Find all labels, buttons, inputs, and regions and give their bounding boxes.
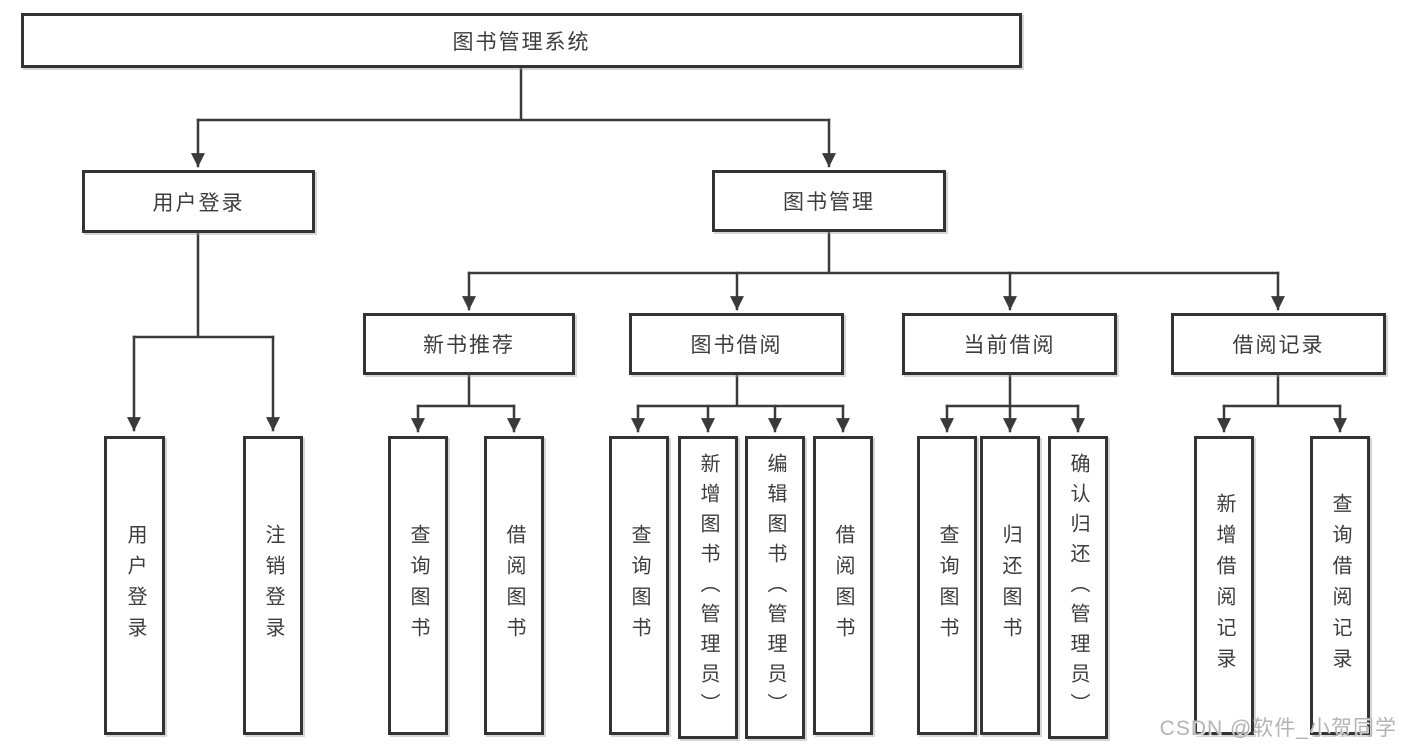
leaf-borrowing-query-books: 查询图书	[609, 436, 669, 735]
leaf-records-add-record: 新增借阅记录	[1194, 436, 1254, 735]
leaf-borrowing-borrow-books: 借阅图书	[813, 436, 873, 735]
node-user-login: 用户登录	[82, 170, 315, 233]
connector-arrows	[127, 118, 1347, 433]
leaf-newbooks-query-books: 查询图书	[388, 436, 448, 735]
leaf-records-query-record: 查询借阅记录	[1310, 436, 1370, 735]
node-current-borrowing: 当前借阅	[902, 313, 1117, 375]
leaf-logout: 注销登录	[243, 436, 303, 735]
node-new-book-recommend: 新书推荐	[363, 313, 575, 375]
leaf-newbooks-borrow-books: 借阅图书	[484, 436, 544, 735]
connector-trunks	[132, 66, 1342, 408]
leaf-borrowing-add-book-admin: 新增图书（管理员）	[678, 436, 738, 739]
csdn-watermark: CSDN @软件_小贺同学	[1159, 717, 1397, 740]
leaf-user-login: 用户登录	[104, 436, 165, 735]
leaf-current-query-books: 查询图书	[917, 436, 977, 735]
node-borrowing-records: 借阅记录	[1171, 313, 1386, 375]
node-book-borrowing: 图书借阅	[629, 313, 844, 375]
leaf-current-confirm-return-admin: 确认归还（管理员）	[1048, 436, 1108, 739]
node-library-system: 图书管理系统	[21, 13, 1022, 68]
leaf-borrowing-edit-book-admin: 编辑图书（管理员）	[745, 436, 805, 739]
leaf-current-return-book: 归还图书	[980, 436, 1040, 735]
node-book-management: 图书管理	[712, 170, 946, 232]
